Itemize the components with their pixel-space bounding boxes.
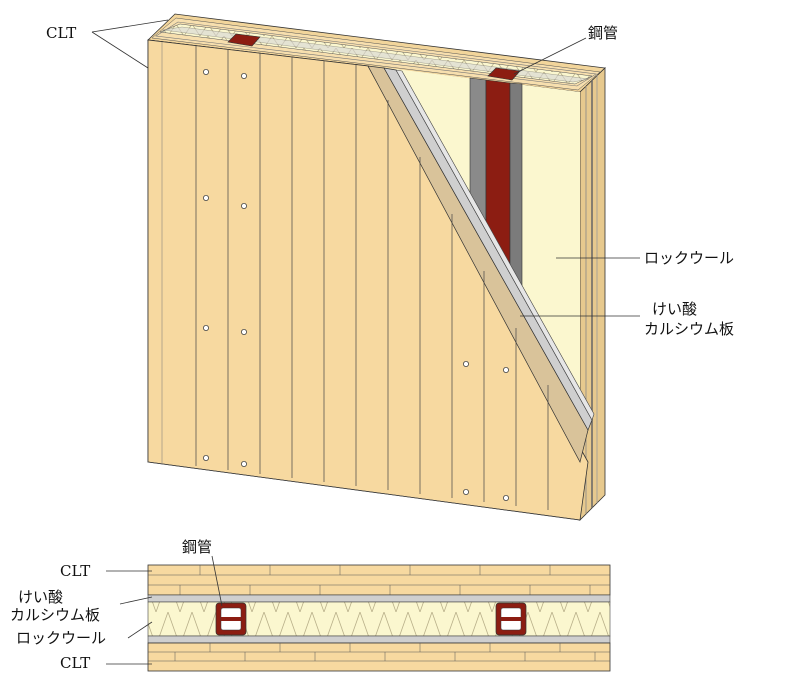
iso-right-edge <box>579 67 606 521</box>
section-label-clt-top: CLT <box>60 562 90 580</box>
section-label-rock-wool: ロックウール <box>16 629 106 647</box>
section-view <box>106 555 611 672</box>
section-clt-bottom <box>147 642 611 672</box>
iso-plank-lines <box>147 42 581 521</box>
section-calcium-board-bottom <box>147 635 611 644</box>
iso-screw-holes <box>202 69 509 501</box>
iso-top-edge <box>147 13 606 93</box>
iso-label-calcium-silicate-2: カルシウム板 <box>644 320 734 338</box>
section-clt-top-grain <box>148 565 610 595</box>
section-calcium-board-top <box>147 594 611 603</box>
iso-wall <box>91 13 640 521</box>
section-clt-bottom-grain <box>148 643 610 662</box>
iso-leader-lines <box>91 19 640 317</box>
section-label-steel-pipe: 鋼管 <box>182 538 212 556</box>
iso-label-steel-pipe: 鋼管 <box>588 24 618 42</box>
iso-steel-pipe-top-1 <box>227 33 261 47</box>
section-label-calcium-silicate-1: けい酸 <box>18 588 63 606</box>
section-label-calcium-silicate-2: カルシウム板 <box>10 606 100 624</box>
section-steel-pipe-2 <box>495 602 527 636</box>
section-clt-top <box>147 564 611 596</box>
section-label-clt-bottom: CLT <box>60 654 90 672</box>
iso-label-clt: CLT <box>46 24 76 42</box>
section-steel-pipe-1 <box>215 602 247 636</box>
iso-label-rock-wool: ロックウール <box>644 249 734 267</box>
iso-label-calcium-silicate-1: けい酸 <box>652 300 697 318</box>
section-leader-lines <box>106 555 223 665</box>
